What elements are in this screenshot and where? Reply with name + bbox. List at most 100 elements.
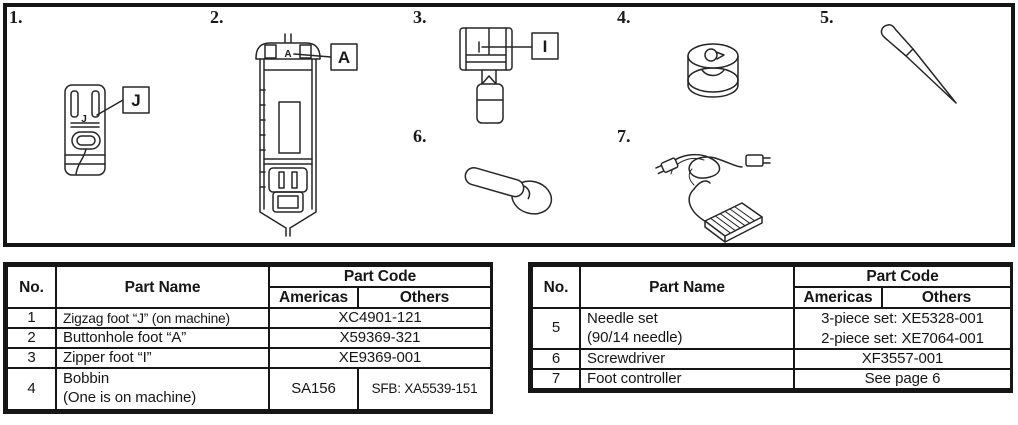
bobbin-lower-flange — [687, 67, 739, 93]
pedal-cord — [688, 180, 711, 224]
callout-box-j — [122, 86, 150, 114]
column-header-americas: Americas — [268, 286, 359, 310]
plug-prongs-left — [655, 164, 665, 175]
pedal-rib-texture — [710, 206, 756, 234]
screwdriver-illustration — [464, 166, 553, 215]
cell-no: 6 — [531, 348, 581, 371]
bobbin-bottom-rim — [687, 79, 739, 98]
bobbin-core-arc — [701, 69, 725, 77]
accessory-figures-panel: 1. 2. 3. 4. 5. 6. 7. J J A — [3, 3, 1015, 247]
table-row: 1 Zigzag foot “J” (on machine) XC4901-12… — [6, 307, 492, 330]
foot-shank — [476, 83, 504, 124]
buttonhole-foot-a-illustration: A A — [255, 33, 358, 237]
foot-loop-inner — [76, 135, 96, 146]
lower-block — [272, 191, 304, 213]
column-header-part-code: Part Code — [268, 264, 492, 289]
cell-part-name: Needle set (90/14 needle) — [579, 307, 795, 351]
cell-part-name: Buttonhole foot “A” — [55, 327, 270, 350]
presser-foot-body — [64, 84, 106, 176]
cell-part-code: X59369-321 — [268, 327, 492, 350]
mid-divider-lines — [263, 158, 313, 165]
cell-part-code: XC4901-121 — [268, 307, 492, 330]
column-header-others: Others — [357, 286, 492, 310]
table-row: 7 Foot controller See page 6 — [531, 368, 1012, 391]
callout-leader-line — [293, 53, 332, 58]
cell-no: 2 — [6, 327, 57, 350]
table-row: 3 Zipper foot “I” XE9369-001 — [6, 347, 492, 370]
mechanism-housing — [268, 167, 308, 193]
cell-part-code: See page 6 — [793, 368, 1012, 391]
parts-table-right: No. Part Name Part Code Americas Others … — [528, 262, 1013, 394]
needle-body — [880, 24, 957, 104]
plug-prongs-right — [762, 157, 771, 164]
parts-table-left-grid: No. Part Name Part Code Americas Others … — [6, 264, 492, 412]
connector-plug-right — [745, 154, 764, 167]
cell-part-code: XF3557-001 — [793, 348, 1012, 371]
cell-no: 3 — [6, 347, 57, 370]
foot-bottom-lines — [64, 154, 106, 165]
cell-code-others: SFB: XA5539-151 — [357, 367, 492, 412]
needle-illustration — [880, 24, 957, 104]
foot-slot-left — [70, 90, 79, 118]
figure-number-2: 2. — [210, 7, 224, 27]
cap-notch-left — [264, 44, 277, 59]
scale-tick-marks — [259, 89, 266, 188]
callout-letter-i: I — [543, 37, 548, 56]
parts-table-right-grid: No. Part Name Part Code Americas Others … — [531, 264, 1012, 391]
column-header-no: No. — [531, 264, 581, 310]
foot-body-inner-lines — [263, 58, 313, 210]
foot-head — [459, 27, 513, 71]
part-name-line1: Bobbin — [63, 370, 110, 388]
cell-no: 4 — [6, 367, 57, 412]
zipper-foot-i-illustration: I — [459, 27, 559, 124]
column-header-part-name: Part Name — [55, 264, 270, 310]
cell-no: 7 — [531, 368, 581, 391]
callout-box-a — [330, 43, 358, 71]
cable-coil — [667, 153, 743, 179]
inline-letter-j: J — [81, 114, 87, 125]
foot-body-outline — [259, 58, 317, 237]
column-header-americas: Americas — [793, 286, 883, 310]
power-plug-left — [660, 157, 679, 173]
part-name-line2: (90/14 needle) — [587, 328, 683, 346]
mechanism-bar-left — [278, 171, 285, 189]
table-row: 2 Buttonhole foot “A” X59369-321 — [6, 327, 492, 350]
column-header-others: Others — [881, 286, 1012, 310]
slider-window — [278, 101, 301, 154]
cell-part-code: 3-piece set: XE5328-001 2-piece set: XE7… — [793, 307, 1012, 351]
inline-letter-a: A — [284, 49, 291, 60]
cell-part-code: XE9369-001 — [268, 347, 492, 370]
cell-part-name: Foot controller — [579, 368, 795, 391]
cell-part-name: Zigzag foot “J” (on machine) — [55, 307, 270, 330]
foot-stem — [481, 69, 497, 85]
foot-controller-illustration — [655, 153, 771, 243]
cell-part-name: Screwdriver — [579, 348, 795, 371]
part-name-line1: Needle set — [587, 309, 658, 327]
screwdriver-blade — [464, 166, 525, 198]
screwdriver-joint-line — [523, 185, 531, 200]
mechanism-bar-right — [291, 171, 298, 189]
callout-letter-a: A — [338, 48, 350, 67]
cell-code-americas: SA156 — [268, 367, 359, 412]
part-code-line1: 3-piece set: XE5328-001 — [821, 310, 984, 328]
figure-number-7: 7. — [617, 126, 631, 146]
needle-shank-line — [905, 48, 914, 57]
column-header-part-name: Part Name — [579, 264, 795, 310]
figure-number-5: 5. — [820, 7, 834, 27]
cell-no: 5 — [531, 307, 581, 351]
foot-slot-right — [91, 90, 100, 118]
figure-number-4: 4. — [617, 7, 631, 27]
callout-leader-line — [96, 99, 124, 116]
table-row: 4 Bobbin (One is on machine) SA156 SFB: … — [6, 367, 492, 412]
bobbin-sides — [687, 55, 739, 81]
figure-number-6: 6. — [413, 126, 427, 146]
parts-table-left: No. Part Name Part Code Americas Others … — [3, 262, 493, 415]
pedal-side-faces — [704, 216, 763, 243]
cap-notch-right — [299, 44, 312, 59]
lower-block-inner — [277, 195, 299, 209]
column-header-part-code: Part Code — [793, 264, 1012, 289]
part-name-line2: (One is on machine) — [63, 389, 197, 407]
column-header-no: No. — [6, 264, 57, 310]
part-code-line2: 2-piece set: XE7064-001 — [821, 329, 984, 347]
